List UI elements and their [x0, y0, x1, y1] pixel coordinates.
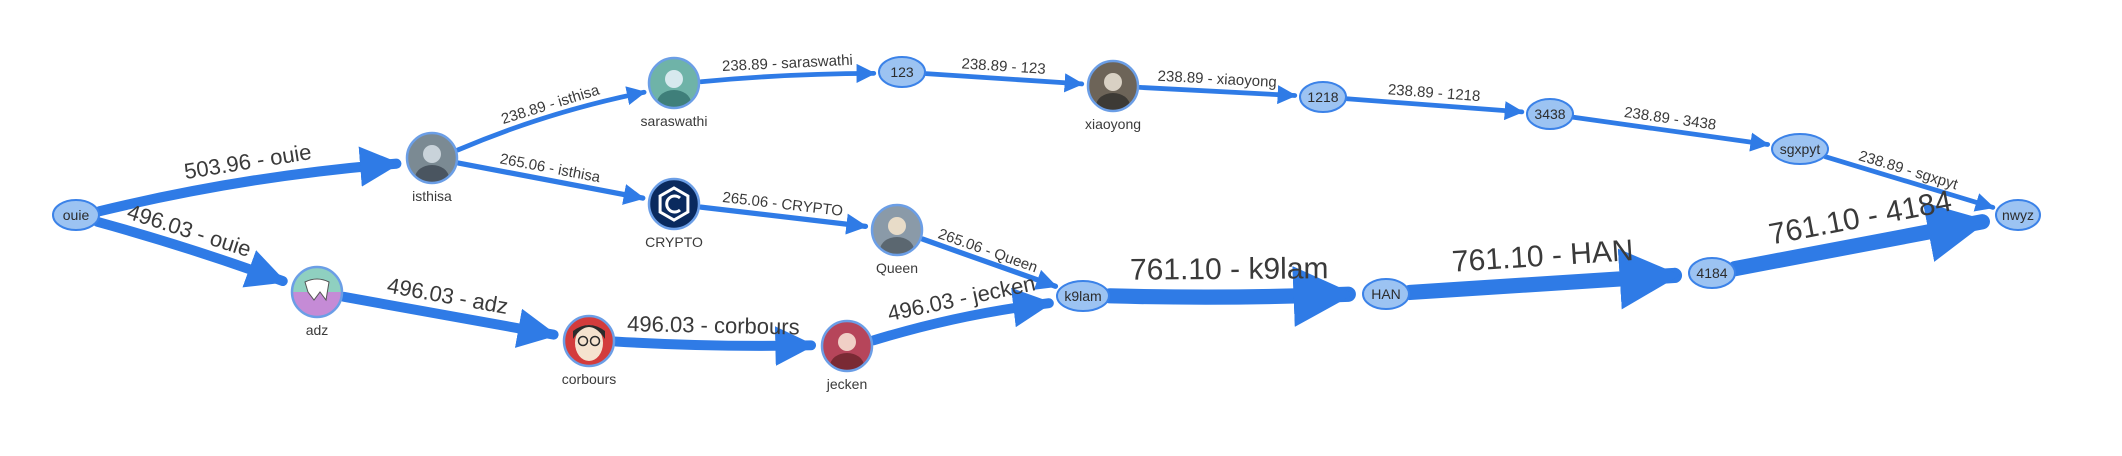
edge-adz-to-corbours [338, 291, 559, 348]
edge-label: 238.89 - xiaoyong [1157, 68, 1277, 91]
node-ring [1086, 59, 1140, 113]
node-label: saraswathi [641, 113, 708, 129]
edge-1218-to-3438 [1344, 96, 1525, 121]
node-sgxpyt[interactable]: sgxpyt [1771, 133, 1829, 165]
node-label: ouie [63, 207, 90, 223]
edge-Queen-to-k9lam [919, 236, 1059, 290]
avatar-cartoon-icon [292, 267, 342, 317]
node-ring [562, 314, 616, 368]
node-shape [1056, 280, 1110, 312]
node-shape [1299, 81, 1347, 113]
avatar-portrait-icon [822, 321, 872, 371]
avatar-portrait-icon [872, 205, 922, 255]
node-han[interactable]: HAN [1362, 278, 1410, 310]
node-123[interactable]: 123 [878, 56, 926, 88]
edge-sgxpyt-to-nwyz [1822, 154, 1996, 212]
avatar-photo-icon [407, 133, 457, 183]
crypto-logo-icon [649, 179, 699, 229]
node-ring [820, 319, 874, 373]
edge-saraswathi-to-123 [698, 63, 877, 85]
node-label: Queen [876, 260, 918, 276]
node-1218[interactable]: 1218 [1299, 81, 1347, 113]
node-label: nwyz [2002, 207, 2034, 223]
node-xiaoyong[interactable]: xiaoyong [1085, 59, 1141, 132]
edge-label: 238.89 - 123 [961, 55, 1046, 78]
node-nwyz[interactable]: nwyz [1995, 199, 2041, 231]
node-4184[interactable]: 4184 [1688, 257, 1736, 289]
node-shape [878, 56, 926, 88]
edge-HAN-to-4184 [1402, 248, 1683, 310]
edge-label: 761.10 - k9lam [1130, 252, 1329, 286]
node-ring [870, 203, 924, 257]
node-label: 123 [890, 64, 914, 80]
edge-ouie-to-isthisa [94, 146, 402, 217]
edge-k9lam-to-HAN [1102, 266, 1356, 327]
edge-jecken-to-k9lam [868, 287, 1054, 346]
edge-4184-to-nwyz [1727, 202, 1990, 277]
node-corbours[interactable]: corbours [562, 314, 616, 387]
node-label: HAN [1371, 286, 1401, 302]
node-label: 4184 [1696, 265, 1727, 281]
node-isthisa[interactable]: isthisa [405, 131, 459, 204]
node-label: jecken [826, 376, 867, 392]
edge-label: 238.89 - saraswathi [722, 52, 854, 75]
node-label: adz [306, 322, 329, 338]
node-queen[interactable]: Queen [870, 203, 924, 276]
node-label: isthisa [412, 188, 452, 204]
node-shape [1771, 133, 1829, 165]
node-ring [647, 177, 701, 231]
avatar-face-icon [564, 316, 614, 366]
node-crypto[interactable]: CRYPTO [645, 177, 703, 250]
node-shape [1362, 278, 1410, 310]
edge-label: 496.03 - corbours [627, 311, 800, 339]
node-label: CRYPTO [645, 234, 703, 250]
node-label: k9lam [1064, 288, 1101, 304]
edge-ouie-to-adz [92, 216, 288, 288]
node-k9lam[interactable]: k9lam [1056, 280, 1110, 312]
edge-label: 238.89 - 1218 [1387, 81, 1481, 105]
node-shape [1995, 199, 2041, 231]
node-ouie[interactable]: ouie [52, 199, 100, 231]
edge-CRYPTO-to-Queen [698, 204, 869, 235]
edge-isthisa-to-CRYPTO [455, 160, 646, 205]
node-label: 1218 [1307, 89, 1338, 105]
node-shape [52, 199, 100, 231]
node-ring [405, 131, 459, 185]
node-label: xiaoyong [1085, 116, 1141, 132]
node-ring [290, 265, 344, 319]
node-label: corbours [562, 371, 616, 387]
node-shape [1526, 98, 1574, 130]
node-adz[interactable]: adz [290, 265, 344, 338]
edges-layer [92, 63, 1996, 366]
node-ring [647, 56, 701, 110]
edge-label: 761.10 - HAN [1451, 234, 1635, 279]
avatar-abstract-icon [649, 58, 699, 108]
node-label: 3438 [1534, 106, 1565, 122]
node-saraswathi[interactable]: saraswathi [641, 56, 708, 129]
edge-3438-to-sgxpyt [1571, 114, 1771, 152]
node-label: sgxpyt [1780, 141, 1821, 157]
edge-xiaoyong-to-1218 [1137, 85, 1298, 105]
node-3438[interactable]: 3438 [1526, 98, 1574, 130]
edge-123-to-xiaoyong [923, 71, 1085, 93]
node-jecken[interactable]: jecken [820, 319, 874, 392]
node-shape [1688, 257, 1736, 289]
edge-isthisa-to-saraswathi [455, 86, 647, 153]
avatar-photo-icon [1088, 61, 1138, 111]
edge-corbours-to-jecken [611, 326, 817, 366]
